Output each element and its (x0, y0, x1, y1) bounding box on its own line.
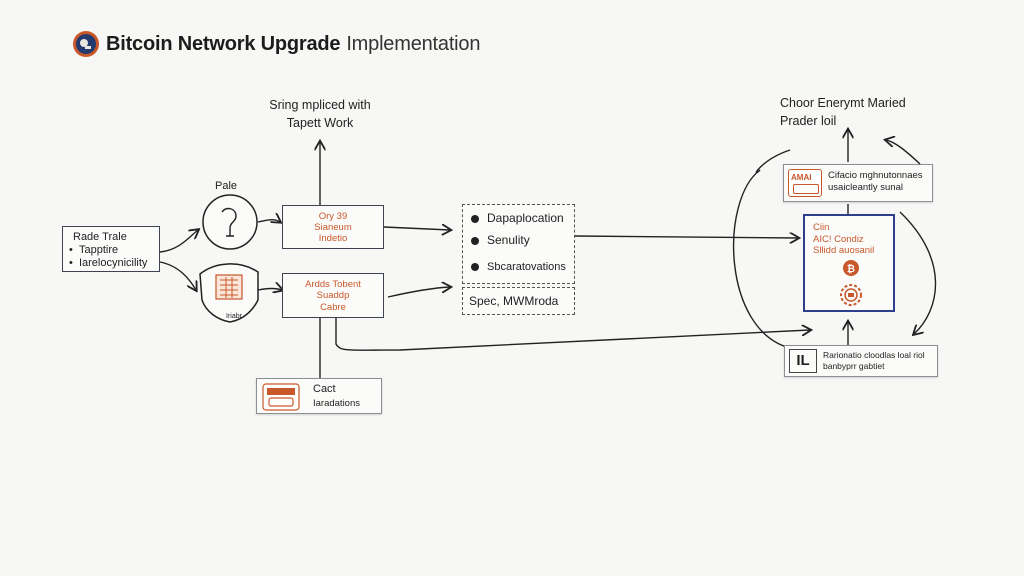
top-note: Sring mpliced with Tapett Work (252, 96, 388, 132)
bottom-left-line2: Iaradations (313, 398, 361, 409)
top-note-line1: Sring mpliced with (269, 98, 371, 112)
mid-top-box: Ory 39 Sianeum Indetio (282, 205, 384, 249)
dashed-small-box: Spec, MWMroda (462, 287, 575, 315)
dashed-list-item: Senulity (471, 233, 530, 247)
right-bottom-line2: banbyprr gabtiet (823, 361, 885, 371)
gear-icon (840, 284, 862, 306)
dashed-small-text: Spec, MWMroda (469, 294, 559, 308)
mid-top-line3: Indetio (318, 233, 348, 244)
blue-box-line2: Sllidd auosanil (813, 245, 875, 256)
bottom-left-box: Cact Iaradations (256, 378, 382, 414)
left-box-title: Rade Trale (73, 231, 127, 243)
title-light: Implementation (346, 32, 481, 55)
dashed-list-box: Dapaplocation Senulity Sbcaratovations (462, 204, 575, 284)
right-top-box: AMAI Cifacio mghnutonnaes usaicleantly s… (783, 164, 933, 202)
left-box: Rade Trale • Tapptire • Iarelocynicility (62, 226, 160, 272)
mid-top-line1: Ory 39 (318, 211, 348, 222)
right-top-note: Choor Enerymt Maried Prader loil (780, 94, 906, 130)
coin-icon: ₿ (843, 260, 859, 276)
circle-node (202, 194, 258, 250)
page-title: Bitcoin Network Upgrade Implementation (72, 30, 480, 58)
dashed-list-item: Dapaplocation (471, 211, 564, 225)
right-top-note-line1: Choor Enerymt Maried (780, 96, 906, 110)
arrow-to-shield (159, 261, 196, 290)
mid-bottom-line2: Suaddp (316, 290, 350, 301)
right-bottom-box: IL Rarionatio cloodlas loal riol banbypr… (784, 345, 938, 377)
pale-label: Pale (215, 180, 238, 192)
right-bottom-line1: Rarionatio cloodlas loal riol (823, 350, 925, 360)
top-note-line2: Tapett Work (286, 116, 354, 130)
left-box-item: • Iarelocynicility (69, 257, 148, 269)
arrow-to-dashed-list (383, 227, 450, 230)
right-top-note-line2: Prader loil (780, 114, 837, 128)
arrow-long-bottom (335, 318, 810, 351)
chip-icon: IL (789, 349, 817, 373)
svg-text:₿: ₿ (847, 263, 855, 275)
curve-left (732, 169, 791, 349)
bottom-left-line1: Cact (313, 383, 336, 395)
arrow-to-blue-box (574, 236, 798, 238)
shield-label: Iriabr (226, 313, 242, 320)
right-top-line2: usaicleantly sunal (828, 182, 903, 193)
mid-top-line2: Sianeum (314, 222, 352, 233)
title-bold: Bitcoin Network Upgrade (106, 32, 341, 55)
curve-right (899, 211, 937, 334)
blue-box-line1: AIC! Condiz (813, 234, 864, 245)
bitcoin-logo-icon (73, 31, 99, 57)
mid-bottom-box: Ardds Tobent Suaddp Cabre (282, 273, 384, 318)
badge-icon: AMAI (788, 169, 822, 197)
mid-bottom-line3: Cabre (320, 302, 346, 313)
right-top-line1: Cifacio mghnutonnaes (828, 170, 923, 181)
arrow-to-circle (159, 230, 198, 253)
dashed-list-item: Sbcaratovations (471, 261, 566, 273)
badge-icon (262, 383, 300, 411)
right-blue-box: Ciin AIC! Condiz Sllidd auosanil ₿ (803, 214, 895, 312)
left-box-item: • Tapptire (69, 244, 119, 256)
blue-box-title: Ciin (813, 222, 830, 233)
mid-bottom-line1: Ardds Tobent (305, 279, 361, 290)
badge-text: AMAI (791, 173, 812, 182)
arrow-to-dashed-small (387, 287, 450, 298)
